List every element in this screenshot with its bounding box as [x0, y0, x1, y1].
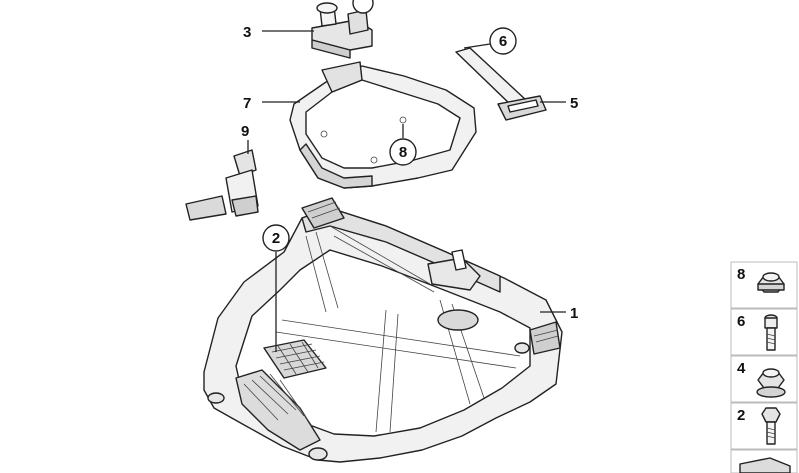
callout-9: 9	[241, 123, 249, 140]
callout-5: 5	[570, 95, 578, 112]
legend-number-6: 6	[737, 313, 745, 330]
callout-1: 1	[570, 305, 578, 322]
callout-6-circle: 6	[489, 27, 517, 55]
leader-lines	[247, 30, 566, 352]
callout-7: 7	[243, 95, 251, 112]
part-9-clamp	[185, 149, 259, 221]
bolt-icon	[761, 407, 781, 445]
nut-icon	[756, 368, 786, 398]
part-3-bracket	[311, 0, 374, 59]
callout-6: 6	[499, 33, 507, 50]
legend-number-4: 4	[737, 360, 746, 377]
fastener-legend: 8 6 4 2	[730, 261, 798, 473]
bolt-icon	[764, 314, 778, 351]
part-5-handle	[455, 47, 547, 121]
legend-number-2: 2	[737, 407, 745, 424]
callout-3: 3	[243, 24, 251, 41]
callout-8-circle: 8	[389, 138, 417, 166]
callout-2-circle: 2	[262, 224, 290, 252]
part-7-upper-tray	[289, 61, 477, 189]
callout-2: 2	[272, 230, 280, 247]
part-1-main-tray	[203, 197, 563, 463]
callout-8: 8	[399, 144, 407, 161]
legend-number-8: 8	[737, 266, 745, 283]
nut-icon	[757, 272, 785, 293]
